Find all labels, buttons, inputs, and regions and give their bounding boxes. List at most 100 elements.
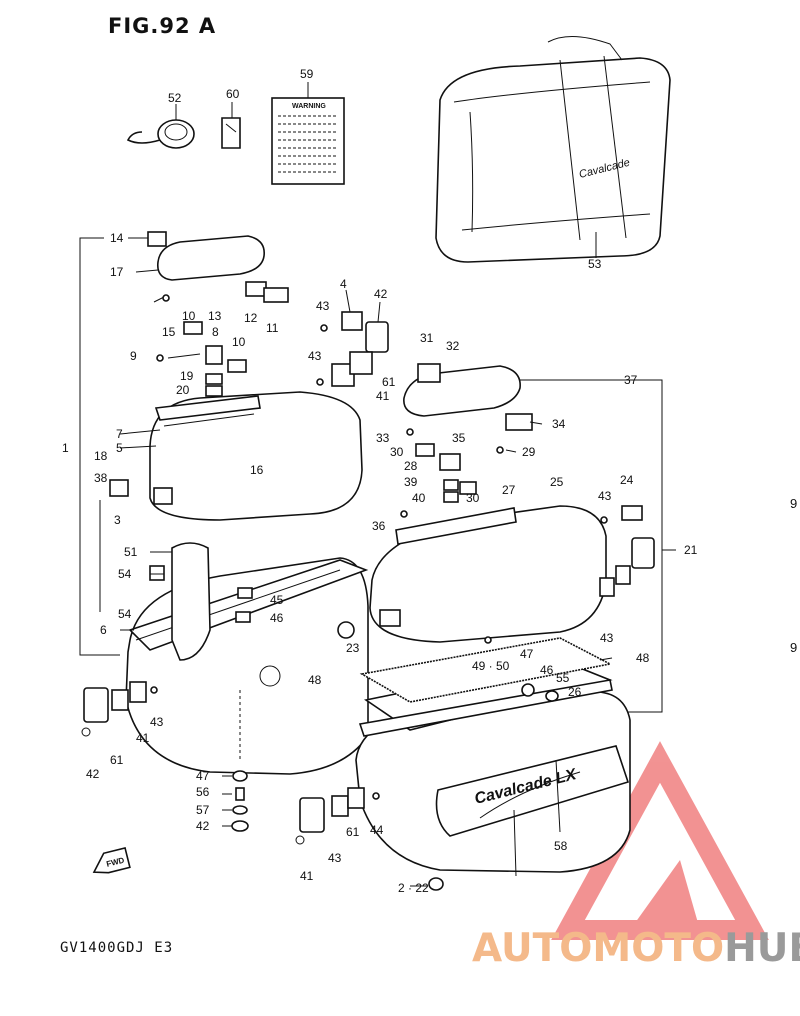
callout-13: 13 <box>208 309 222 323</box>
callout-42: 42 <box>374 287 388 301</box>
callout-8: 8 <box>212 325 219 339</box>
callout-12: 12 <box>244 311 258 325</box>
part-52-grommet <box>126 119 195 149</box>
callout-21: 21 <box>684 543 698 557</box>
part-53-travel-bag <box>435 35 671 263</box>
callout-42: 42 <box>196 819 210 833</box>
callout-27: 27 <box>502 483 516 497</box>
fwd-arrow-icon <box>92 846 131 874</box>
left-top-case-lid <box>149 391 363 521</box>
callout-48: 48 <box>308 673 322 687</box>
callout-14: 14 <box>110 231 124 245</box>
callout-20: 20 <box>176 383 190 397</box>
callout-36: 36 <box>372 519 386 533</box>
callout-44: 44 <box>370 823 384 837</box>
callout-43: 43 <box>598 489 612 503</box>
callout-16: 16 <box>250 463 264 477</box>
brand-part-1: AUTOMOTO <box>472 926 725 971</box>
callout-51: 51 <box>124 545 138 559</box>
callout-49-50: 49 · 50 <box>472 659 510 673</box>
callout-2-22: 2 · 22 <box>398 881 429 895</box>
callout-59: 59 <box>300 67 314 81</box>
callout-37: 37 <box>624 373 638 387</box>
callout-43: 43 <box>316 299 330 313</box>
part-50-mat <box>359 637 613 703</box>
callout-56: 56 <box>196 785 210 799</box>
part-42-latch-upper <box>365 321 389 353</box>
callout-34: 34 <box>552 417 566 431</box>
callout-39: 39 <box>404 475 418 489</box>
callout-24: 24 <box>620 473 634 487</box>
callout-41: 41 <box>300 869 314 883</box>
callout-30: 30 <box>390 445 404 459</box>
bracket-1 <box>79 237 120 656</box>
fwd-label: FWD <box>105 856 125 869</box>
watermark-brand: AUTOMOTOHUB <box>472 926 800 971</box>
callout-61: 61 <box>110 753 124 767</box>
callout-47: 47 <box>520 647 534 661</box>
figure-title: FIG.92 A <box>108 14 217 38</box>
callout-26: 26 <box>568 685 582 699</box>
callout-61: 61 <box>382 375 396 389</box>
callout-5: 5 <box>116 441 123 455</box>
callout-43: 43 <box>600 631 614 645</box>
part-42-latch-mid <box>631 537 655 569</box>
callout-48: 48 <box>636 651 650 665</box>
callout-35: 35 <box>452 431 466 445</box>
callout-47: 47 <box>196 769 210 783</box>
bracket-21 <box>520 379 663 713</box>
part-42-lock-left <box>81 687 109 737</box>
callout-61: 61 <box>346 825 360 839</box>
callout-17: 17 <box>110 265 124 279</box>
callout-1: 1 <box>62 441 69 455</box>
callout-18: 18 <box>94 449 108 463</box>
part-42-lock-right <box>295 797 325 845</box>
hardware-pieces <box>109 281 643 817</box>
callout-19: 19 <box>180 369 194 383</box>
callout-45: 45 <box>270 593 284 607</box>
part-17-pad <box>147 231 265 281</box>
callout-53: 53 <box>588 257 602 271</box>
callout-32: 32 <box>446 339 460 353</box>
callout-15: 15 <box>162 325 176 339</box>
callout-9: 9 <box>130 349 137 363</box>
callout-29: 29 <box>522 445 536 459</box>
callout-46: 46 <box>540 663 554 677</box>
callout-4: 4 <box>340 277 347 291</box>
callout-43: 43 <box>308 349 322 363</box>
callout-3: 3 <box>114 513 121 527</box>
callout-54: 54 <box>118 567 132 581</box>
callout-10: 10 <box>232 335 246 349</box>
callout-25: 25 <box>550 475 564 489</box>
callout-11: 11 <box>266 321 279 335</box>
callout-10: 10 <box>182 309 196 323</box>
callout-30: 30 <box>466 491 480 505</box>
callout-60: 60 <box>226 87 240 101</box>
callout-43: 43 <box>150 715 164 729</box>
grommet-stack <box>231 770 444 891</box>
callout-46: 46 <box>270 611 284 625</box>
leader-lines <box>119 82 676 887</box>
callout-23: 23 <box>346 641 360 655</box>
callout-6: 6 <box>100 623 107 637</box>
edge-fragment: 9 <box>790 640 798 655</box>
callout-33: 33 <box>376 431 390 445</box>
callout-28: 28 <box>404 459 418 473</box>
callout-58: 58 <box>554 839 568 853</box>
callout-41: 41 <box>376 389 390 403</box>
callout-40: 40 <box>412 491 426 505</box>
callout-38: 38 <box>94 471 108 485</box>
callout-52: 52 <box>168 91 182 105</box>
part-60-clip <box>221 117 241 149</box>
right-case-body <box>355 659 631 873</box>
callout-43: 43 <box>328 851 342 865</box>
part-31-pad <box>403 363 533 431</box>
edge-fragment: 9 <box>790 496 798 511</box>
callout-57: 57 <box>196 803 210 817</box>
model-code: GV1400GDJ E3 <box>60 940 174 956</box>
callout-41: 41 <box>136 731 150 745</box>
callout-7: 7 <box>116 427 123 441</box>
